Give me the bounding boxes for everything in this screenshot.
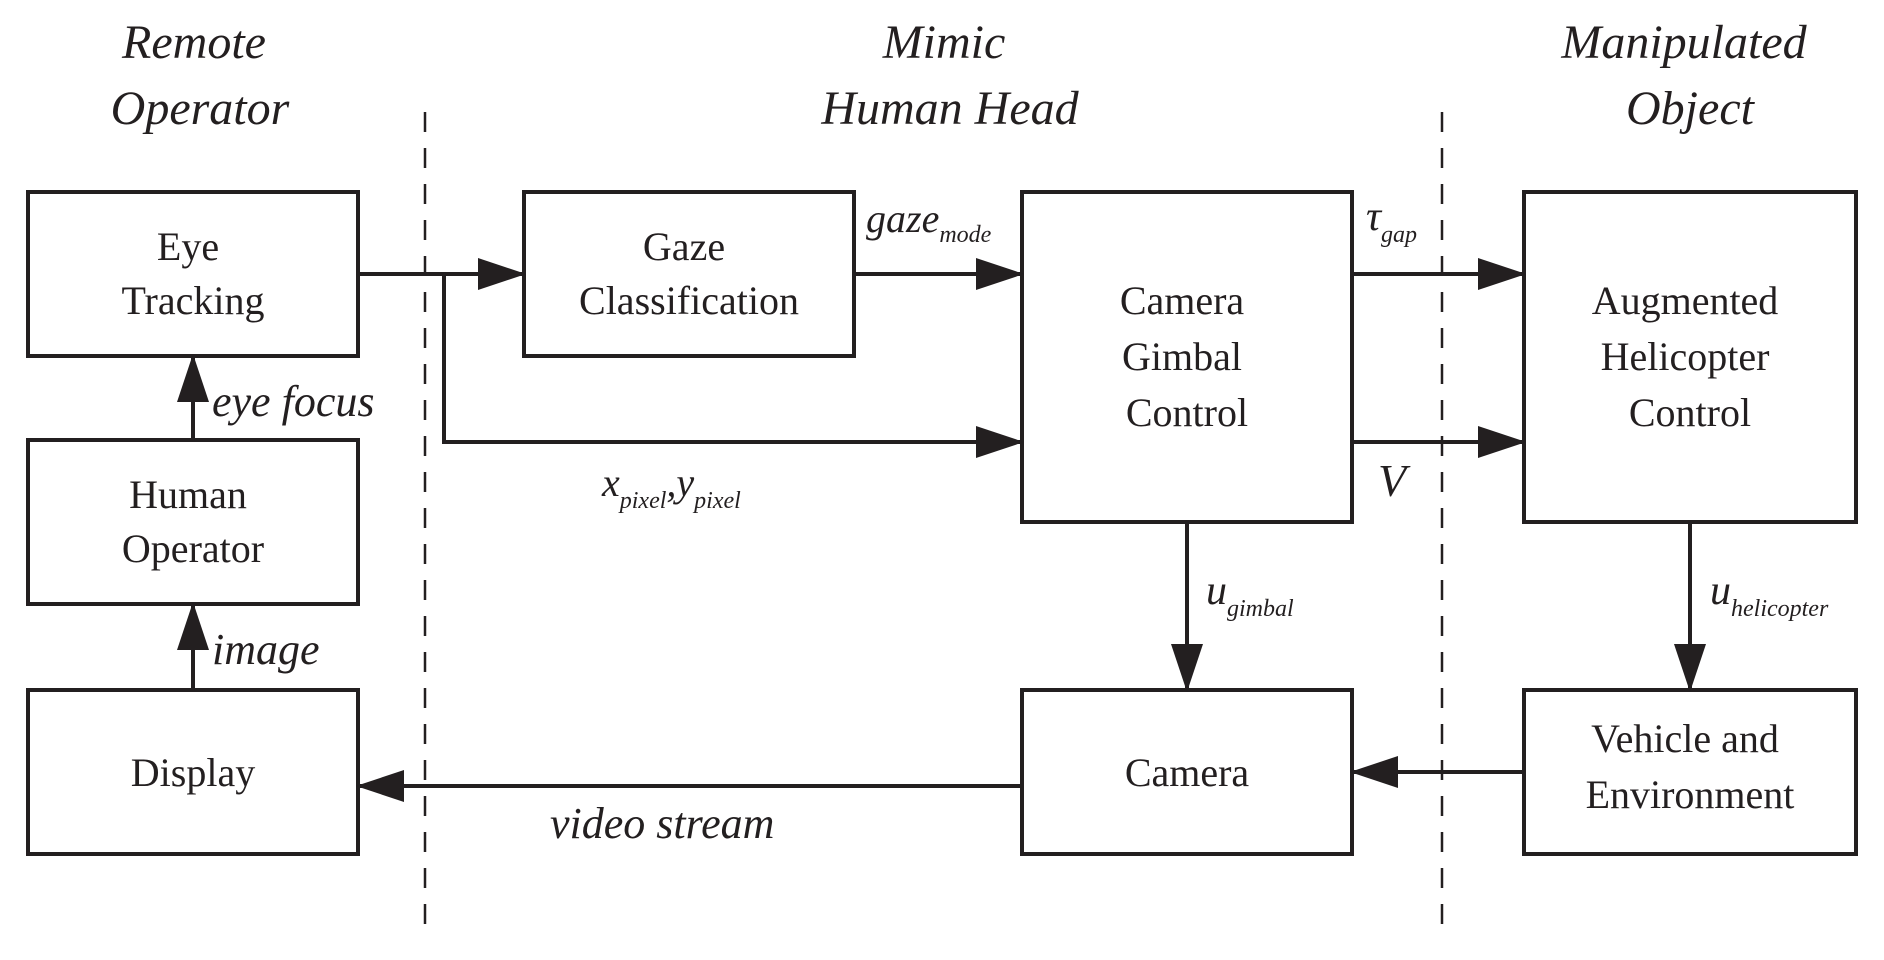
u-helicopter-label: uhelicopter bbox=[1710, 568, 1829, 622]
camera-label: Camera bbox=[1125, 750, 1250, 795]
camera-gimbal-control-block bbox=[1020, 190, 1354, 524]
vehicle-environment-block bbox=[1522, 688, 1858, 856]
arrow-pixel-to-gimbal bbox=[442, 274, 1024, 458]
tau-gap-label: τgap bbox=[1366, 194, 1417, 248]
eye-tracking-block bbox=[26, 190, 360, 358]
pixel-coords-label: xpixel,ypixel bbox=[601, 460, 741, 514]
u-gimbal-label: ugimbal bbox=[1206, 568, 1294, 622]
human-operator-block bbox=[26, 438, 360, 606]
video-stream-label: video stream bbox=[550, 799, 774, 848]
gaze-mode-label: gazemode bbox=[866, 196, 992, 248]
image-label: image bbox=[212, 625, 320, 674]
augmented-helicopter-control-label: Augmented Helicopter Control bbox=[1592, 278, 1789, 435]
eye-focus-label: eye focus bbox=[212, 377, 374, 426]
vehicle-environment-label: Vehicle and Environment bbox=[1586, 716, 1795, 817]
header-mimic-human-head: Mimic Human Head bbox=[820, 16, 1079, 135]
header-manipulated-object: Manipulated Object bbox=[1560, 16, 1818, 135]
camera-gimbal-control-label: Camera Gimbal Control bbox=[1120, 278, 1254, 435]
gaze-classification-block bbox=[522, 190, 856, 358]
display-block bbox=[26, 688, 360, 856]
eye-tracking-label: Eye Tracking bbox=[122, 224, 265, 323]
human-operator-label: Human Operator bbox=[122, 472, 264, 571]
gaze-classification-label: Gaze Classification bbox=[579, 224, 799, 323]
display-label: Display bbox=[131, 750, 255, 795]
header-remote-operator: Remote Operator bbox=[111, 16, 290, 135]
camera-block bbox=[1020, 688, 1354, 856]
V-label: V bbox=[1378, 455, 1411, 506]
